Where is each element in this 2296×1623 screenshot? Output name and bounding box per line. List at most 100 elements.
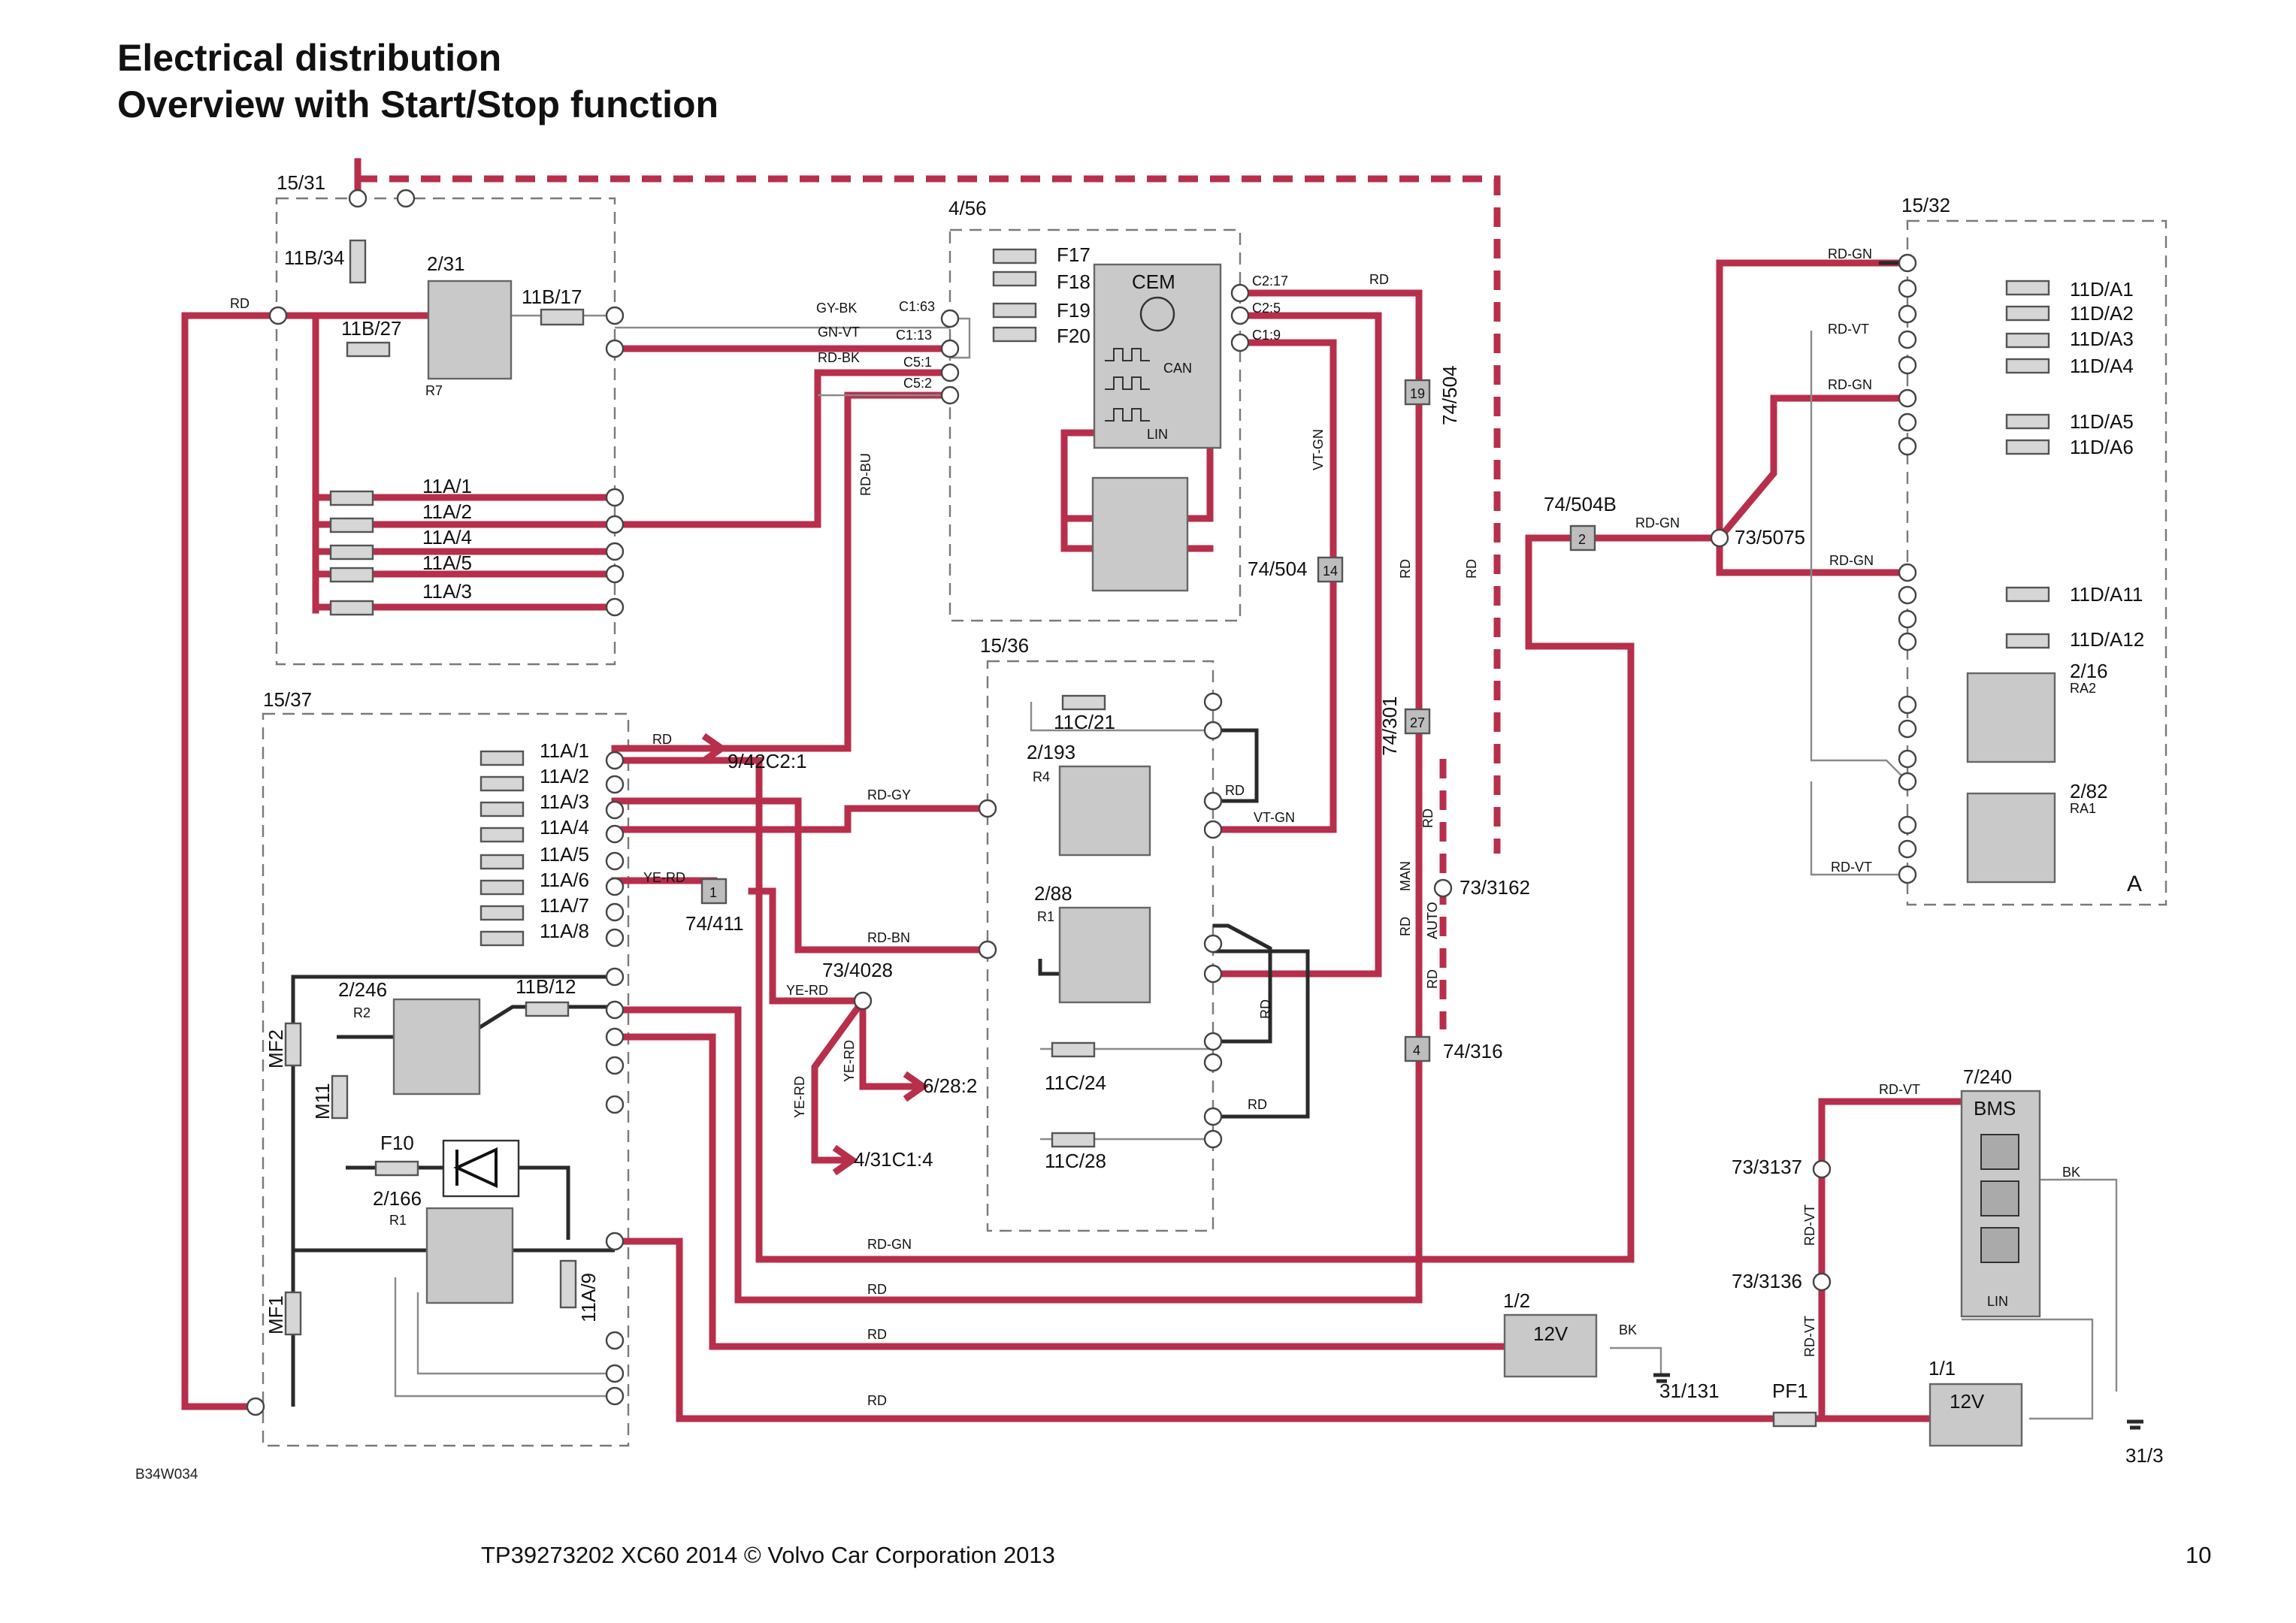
svg-text:C1:9: C1:9 <box>1252 328 1281 343</box>
transistor-icon <box>1139 296 1175 332</box>
fuse-11d-a5 <box>2005 413 2050 430</box>
svg-text:11D/A5: 11D/A5 <box>2070 410 2134 433</box>
svg-text:11A/4: 11A/4 <box>540 816 589 839</box>
svg-text:RA2: RA2 <box>2070 681 2096 696</box>
svg-text:RD: RD <box>230 296 250 311</box>
svg-text:RD: RD <box>1225 783 1245 798</box>
svg-text:RD: RD <box>1248 1097 1267 1112</box>
wire-vt-gn <box>1209 339 1337 833</box>
svg-text:C1:63: C1:63 <box>899 299 935 314</box>
waveform-icons <box>1105 348 1150 422</box>
svg-text:RD: RD <box>867 1282 887 1297</box>
svg-text:VT-GN: VT-GN <box>1311 429 1326 470</box>
conn-74-504-14 <box>1317 556 1344 583</box>
signal-wires <box>394 314 2118 1420</box>
svg-text:11D/A4: 11D/A4 <box>2070 355 2134 377</box>
svg-text:4/31C1:4: 4/31C1:4 <box>854 1148 933 1171</box>
svg-text:R4: R4 <box>1033 769 1050 784</box>
svg-text:C1:13: C1:13 <box>896 328 932 343</box>
svg-text:11D/A2: 11D/A2 <box>2070 302 2134 325</box>
svg-text:31/131: 31/131 <box>1659 1380 1720 1402</box>
svg-text:F17: F17 <box>1057 243 1091 266</box>
svg-text:LIN: LIN <box>1987 1294 2008 1309</box>
fuse-11a4 <box>479 827 525 843</box>
fuse-11a4-top <box>329 544 374 561</box>
svg-text:F20: F20 <box>1057 325 1091 347</box>
black-wires <box>291 261 1907 1407</box>
wire-rd-long3 <box>611 1238 1965 1422</box>
fuse-11a5 <box>479 854 525 870</box>
svg-text:AUTO: AUTO <box>1425 902 1440 939</box>
svg-text:CEM: CEM <box>1132 270 1175 293</box>
fuse-pf1 <box>1772 1411 1817 1428</box>
connectors <box>700 379 1596 1062</box>
relay-2-193 <box>1058 765 1151 857</box>
svg-text:YE-RD: YE-RD <box>643 870 685 885</box>
svg-text:RD: RD <box>1420 808 1435 828</box>
svg-text:11D/A12: 11D/A12 <box>2070 628 2144 651</box>
svg-text:11D/A6: 11D/A6 <box>2070 436 2134 458</box>
svg-text:2/88: 2/88 <box>1034 882 1072 905</box>
fuse-f17 <box>992 248 1037 264</box>
svg-text:11A/3: 11A/3 <box>540 790 589 813</box>
fuse-11d-a12 <box>2005 633 2050 649</box>
conn-74-411 <box>700 878 728 905</box>
svg-text:2: 2 <box>1578 532 1586 547</box>
label-15-32: 15/32 <box>1901 194 1950 216</box>
highlighted-wires <box>181 158 1965 1422</box>
fuse-11d-a4 <box>2005 358 2050 374</box>
cem-relay <box>1091 476 1189 592</box>
svg-text:RD: RD <box>867 1327 887 1342</box>
svg-text:74/504: 74/504 <box>1248 558 1308 580</box>
fuse-11a8 <box>479 930 525 947</box>
svg-text:2/246: 2/246 <box>338 978 387 1001</box>
conn-74-504-19 <box>1404 379 1431 406</box>
svg-text:11D/A1: 11D/A1 <box>2070 278 2134 301</box>
svg-text:RD-VT: RD-VT <box>1802 1204 1817 1246</box>
svg-text:F10: F10 <box>380 1132 414 1154</box>
svg-text:73/5075: 73/5075 <box>1735 526 1805 549</box>
svg-text:GY-BK: GY-BK <box>816 301 857 316</box>
svg-text:9/42C2:1: 9/42C2:1 <box>728 750 807 772</box>
conn-74-301 <box>1404 708 1431 735</box>
svg-text:2/82: 2/82 <box>2070 780 2108 802</box>
svg-text:MAN: MAN <box>1398 861 1413 891</box>
wire-rd-long2 <box>611 1033 1516 1350</box>
svg-text:RD-VT: RD-VT <box>1828 322 1869 337</box>
relay-2-166 <box>425 1207 514 1304</box>
wire-rd-long1 <box>611 1006 1423 1304</box>
relay-2-88 <box>1058 906 1151 1004</box>
svg-text:CAN: CAN <box>1163 361 1192 376</box>
svg-text:31/3: 31/3 <box>2125 1444 2164 1467</box>
svg-text:11A/2: 11A/2 <box>422 500 472 523</box>
box-15-31 <box>275 197 616 666</box>
wire-dashed-top <box>358 175 1501 854</box>
svg-text:YE-RD: YE-RD <box>842 1040 857 1082</box>
fuse-11a3-top <box>329 600 374 616</box>
svg-text:11B/27: 11B/27 <box>341 317 401 340</box>
svg-text:11A/9: 11A/9 <box>577 1273 600 1322</box>
svg-text:R2: R2 <box>353 1005 371 1020</box>
svg-text:74/504B: 74/504B <box>1544 493 1617 515</box>
label-15-37: 15/37 <box>263 688 312 711</box>
svg-text:73/3162: 73/3162 <box>1460 876 1530 899</box>
conn-74-316 <box>1404 1035 1431 1062</box>
fuse-mf2 <box>284 1022 302 1067</box>
fuse-m11 <box>331 1074 349 1120</box>
ground-icon <box>2127 1419 2143 1430</box>
svg-text:73/3136: 73/3136 <box>1732 1270 1802 1292</box>
fuse-11b27 <box>346 341 391 358</box>
svg-text:YE-RD: YE-RD <box>786 983 828 998</box>
svg-text:2/193: 2/193 <box>1027 741 1075 763</box>
svg-text:YE-RD: YE-RD <box>792 1076 807 1118</box>
wire-rd-gn-long <box>611 534 1635 1263</box>
title-line-2: Overview with Start/Stop function <box>117 83 719 125</box>
svg-text:11C/28: 11C/28 <box>1045 1150 1106 1172</box>
label-box-a: A <box>2127 872 2142 896</box>
svg-text:74/316: 74/316 <box>1443 1040 1503 1062</box>
fuse-11b34 <box>349 239 367 284</box>
fuse-11d-a1 <box>2005 280 2050 296</box>
svg-text:RD: RD <box>652 732 672 747</box>
svg-text:12V: 12V <box>1533 1322 1568 1345</box>
cem-module <box>1093 263 1222 449</box>
